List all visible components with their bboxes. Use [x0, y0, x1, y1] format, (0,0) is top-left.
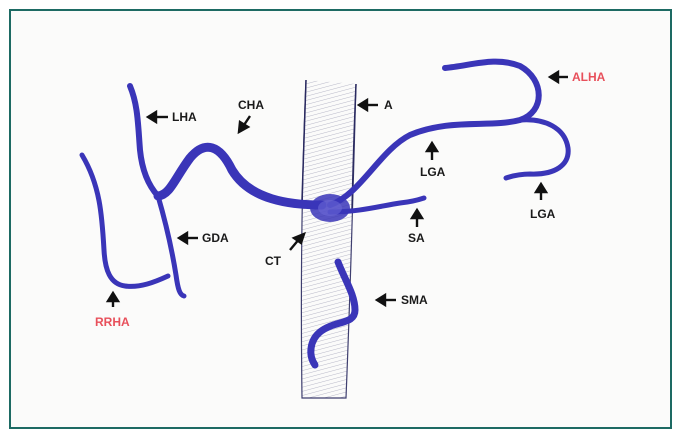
- arrow-lga-bottom: [536, 184, 546, 200]
- label-sma: SMA: [401, 293, 428, 307]
- arrow-a: [359, 100, 378, 110]
- alha-vessel: [330, 62, 539, 205]
- label-alha: ALHA: [572, 70, 605, 84]
- arrow-lha: [148, 112, 168, 122]
- arrow-cha: [239, 116, 250, 132]
- left-gastric-artery: [506, 120, 568, 178]
- label-lha: LHA: [172, 110, 197, 124]
- label-gda: GDA: [202, 231, 229, 245]
- label-a: A: [384, 98, 393, 112]
- label-cha: CHA: [238, 98, 264, 112]
- arrow-rrha: [108, 293, 118, 307]
- left-hepatic-artery: [130, 86, 158, 196]
- common-hepatic-artery: [158, 147, 322, 205]
- label-lga-bottom: LGA: [530, 207, 555, 221]
- arrow-gda: [179, 233, 198, 243]
- label-ct: CT: [265, 254, 281, 268]
- rrha-vessel: [82, 155, 168, 286]
- arrow-lga-top: [427, 143, 437, 160]
- label-lga-top: LGA: [420, 165, 445, 179]
- arrow-sma: [377, 295, 396, 305]
- arrow-sa: [412, 210, 422, 227]
- label-rrha: RRHA: [95, 315, 130, 329]
- arrow-alha: [550, 72, 568, 82]
- label-sa: SA: [408, 231, 425, 245]
